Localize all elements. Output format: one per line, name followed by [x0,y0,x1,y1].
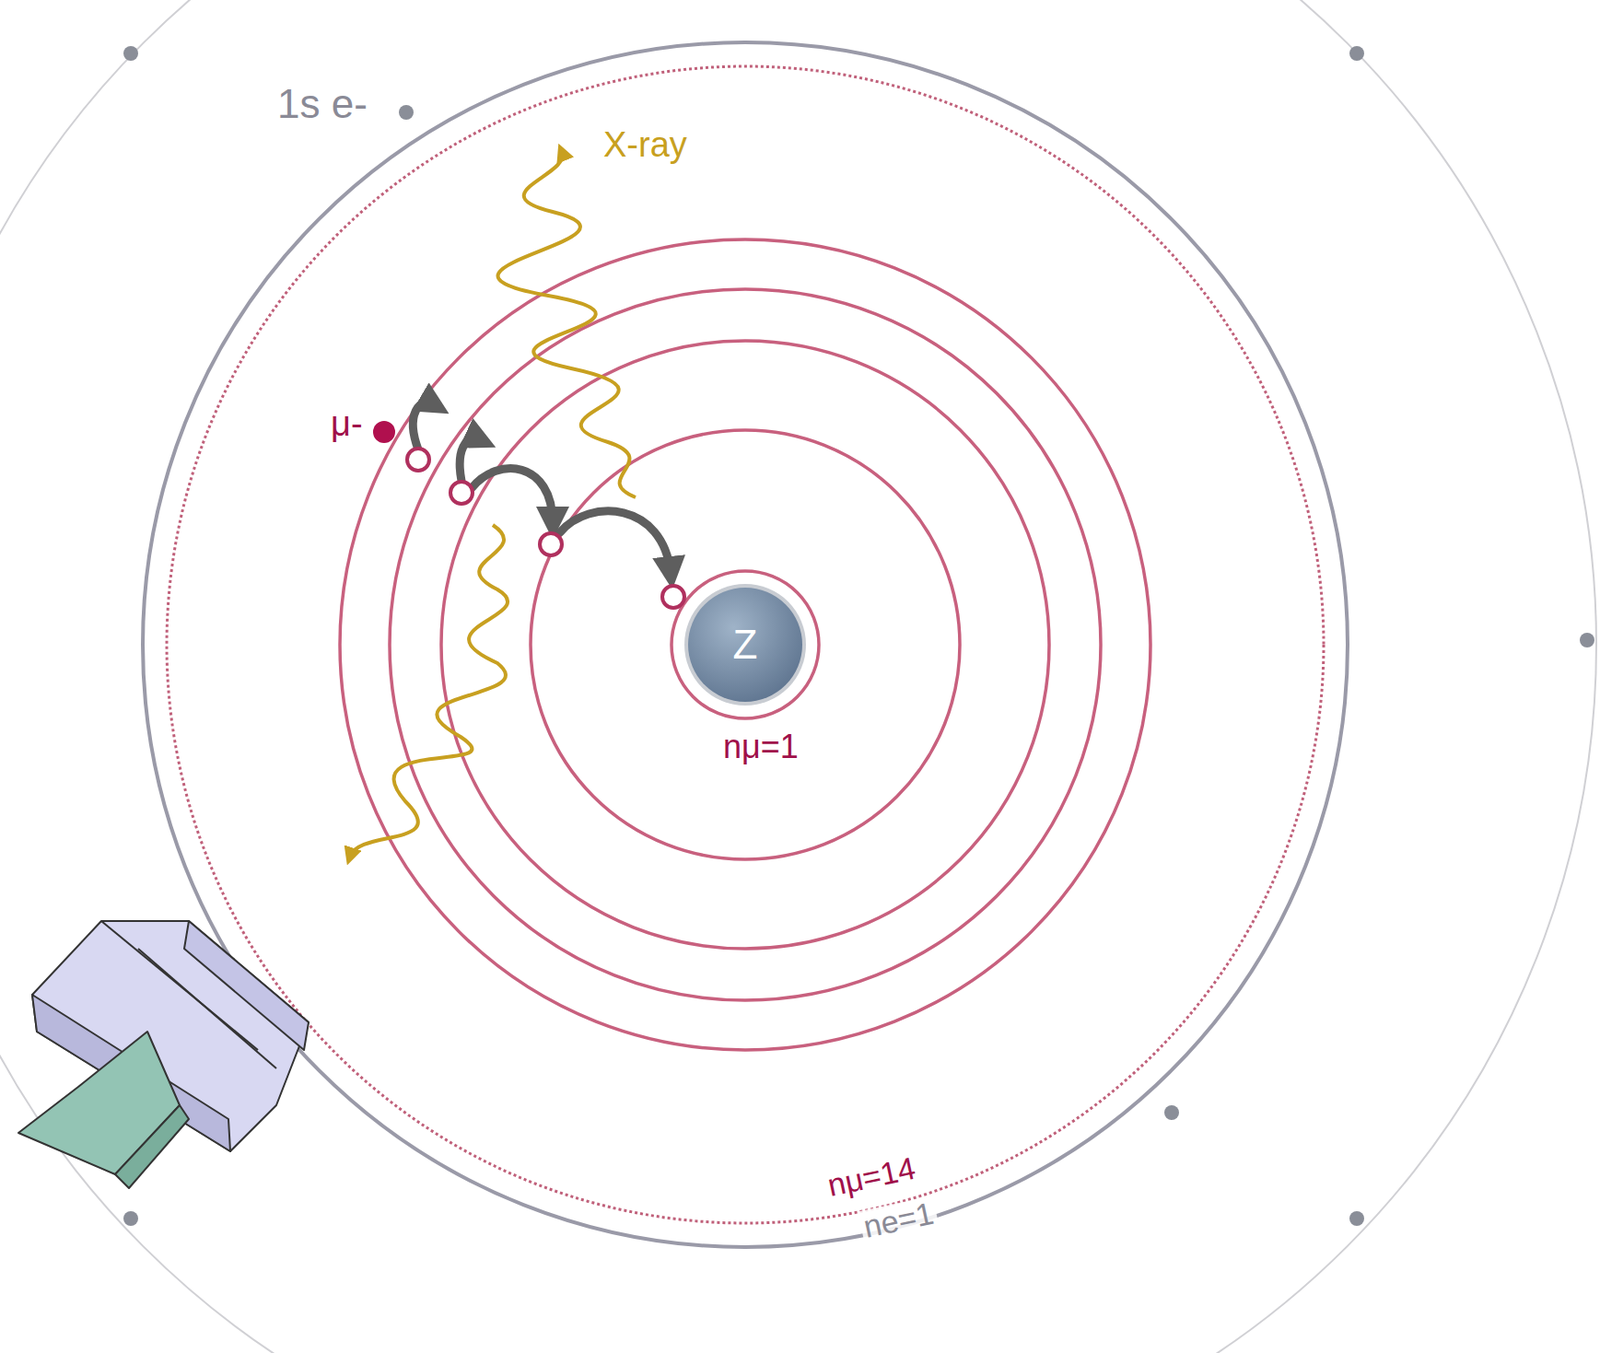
orbit-label: nμ=14 [821,1150,921,1203]
shell-label: ne=1 [857,1195,939,1244]
nucleus-label: Z [733,621,759,668]
orbit-label: nμ=1 [720,729,802,765]
muon-label: μ- [327,405,366,443]
xray-label: X-ray [600,126,690,164]
shell-label: 1s e- [274,82,371,126]
nucleus-circle: Z [688,587,803,702]
